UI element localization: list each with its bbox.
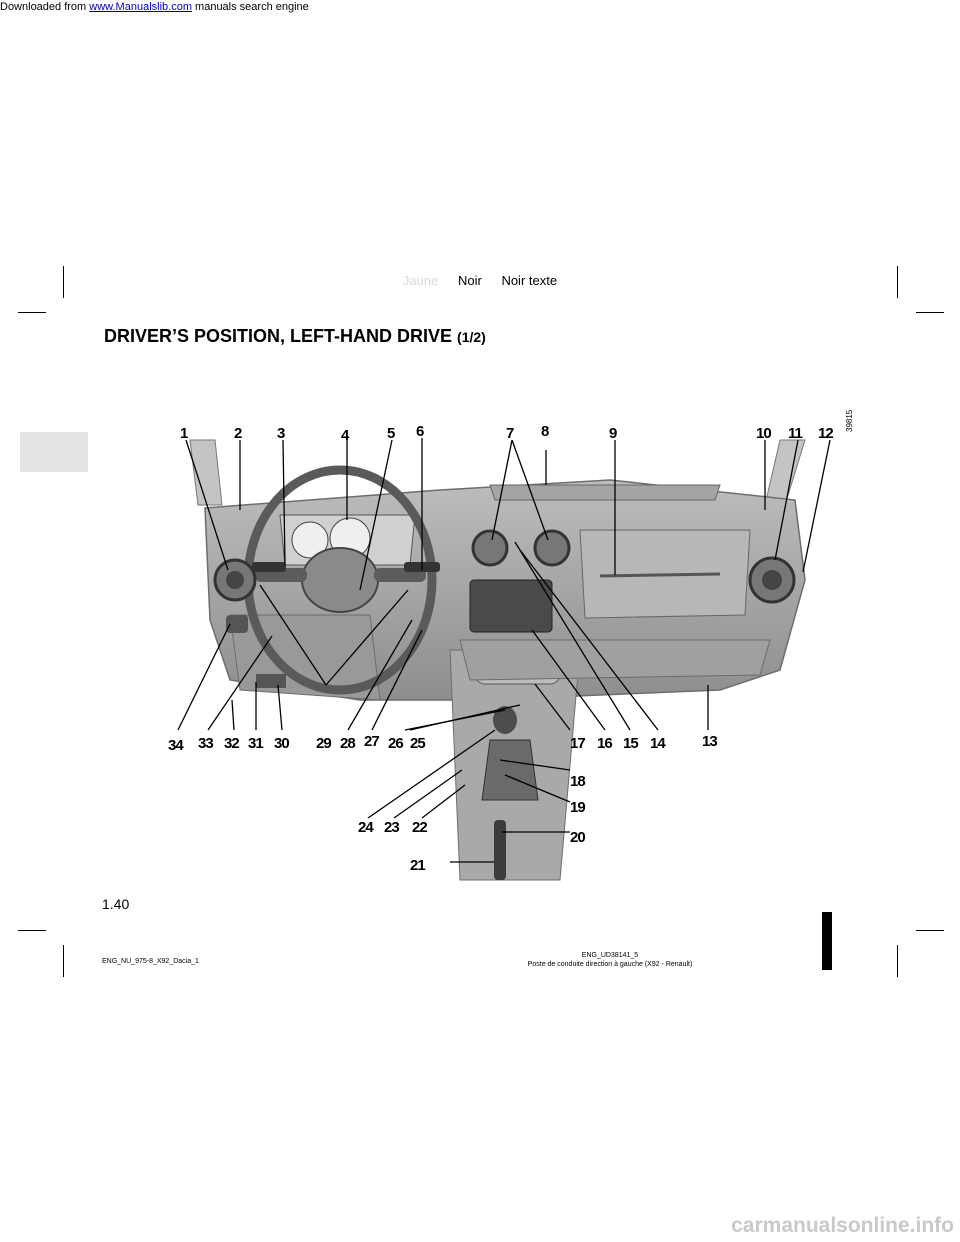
crop-mark [897,266,898,298]
callout-17: 17 [570,735,585,752]
callout-26: 26 [388,735,403,752]
callout-33: 33 [198,735,213,752]
ignition-switch [226,615,248,633]
central-vent-right [533,529,571,567]
right-pillar [764,439,806,506]
callout-1: 1 [180,425,188,442]
title-part: (1/2) [457,329,486,345]
lower-shelf [459,639,771,681]
footer-description: Poste de conduite direction à gauche (X9… [527,961,693,968]
central-vent-left [471,529,509,567]
right-side-vent-center [762,570,782,590]
left-stalk [252,562,286,572]
manualslib-link[interactable]: www.Manualslib.com [89,1,192,13]
callout-9: 9 [609,425,617,442]
section-tab [20,432,88,472]
callout-15: 15 [623,735,638,752]
rev-counter [291,521,329,559]
callout-4: 4 [341,427,350,444]
callout-24: 24 [358,819,374,836]
callout-22: 22 [412,819,427,836]
leader-lines [177,438,831,863]
title-main: DRIVER’S POSITION, LEFT-HAND DRIVE [104,326,453,346]
left-pillar [189,439,223,506]
callout-6: 6 [416,423,424,440]
dashboard-figure: 39815 [160,400,860,890]
figure-ref-code: 39815 [845,409,854,432]
crop-mark [18,930,46,931]
color-separation-labels: Jaune Noir Noir texte [0,273,960,288]
download-banner: Downloaded from www.Manualslib.com manua… [0,0,309,14]
callout-10: 10 [756,425,771,442]
callout-18: 18 [570,773,585,790]
color-label-noir-texte: Noir texte [501,273,558,288]
color-label-jaune: Jaune [402,273,439,288]
banner-suffix: manuals search engine [191,1,309,13]
footer-center: ENG_UD38141_5 Poste de conduite directio… [380,951,840,969]
callout-20: 20 [570,829,585,846]
crop-mark [18,312,46,313]
callout-2: 2 [234,425,242,442]
handbrake-lever [494,820,506,880]
banner-prefix: Downloaded from [0,1,90,13]
section-marker-bar [822,912,832,970]
callout-8: 8 [541,423,549,440]
callout-28: 28 [340,735,355,752]
gear-boot [481,739,539,801]
callout-25: 25 [410,735,425,752]
callout-numbers: 1 2 3 4 5 6 7 8 9 10 11 12 13 14 15 16 1… [168,423,834,874]
callout-30: 30 [274,735,289,752]
upper-storage [489,484,721,501]
page-number: 1.40 [102,896,130,912]
callout-7: 7 [506,425,514,442]
left-side-vent-center [226,571,244,589]
callout-19: 19 [570,799,585,816]
callout-14: 14 [650,735,666,752]
callout-13: 13 [702,733,717,750]
callout-11: 11 [788,425,803,442]
callout-12: 12 [818,425,833,442]
callout-16: 16 [597,735,612,752]
crop-mark [916,930,944,931]
page-title: DRIVER’S POSITION, LEFT-HAND DRIVE (1/2) [104,326,486,347]
callout-29: 29 [316,735,331,752]
light-switches [256,674,286,688]
multimedia-screen [469,579,553,633]
crop-mark [897,945,898,977]
footer-ref: ENG_UD38141_5 [581,952,639,959]
callout-23: 23 [384,819,399,836]
crop-mark [63,266,64,298]
color-label-noir: Noir [457,273,482,288]
callout-27: 27 [364,733,379,750]
callout-34: 34 [168,737,184,754]
watermark: carmanualsonline.info [731,1214,954,1237]
callout-32: 32 [224,735,239,752]
footer-doc-code: ENG_NU_975-8_X92_Dacia_1 [102,958,199,965]
crop-mark [916,312,944,313]
callout-31: 31 [248,735,263,752]
gear-knob [493,706,517,734]
crop-mark [63,945,64,977]
glove-box-handle [599,572,721,578]
dashboard-illustration: 39815 [168,409,854,881]
callout-21: 21 [410,857,425,874]
callout-3: 3 [277,425,285,442]
callout-5: 5 [387,425,395,442]
